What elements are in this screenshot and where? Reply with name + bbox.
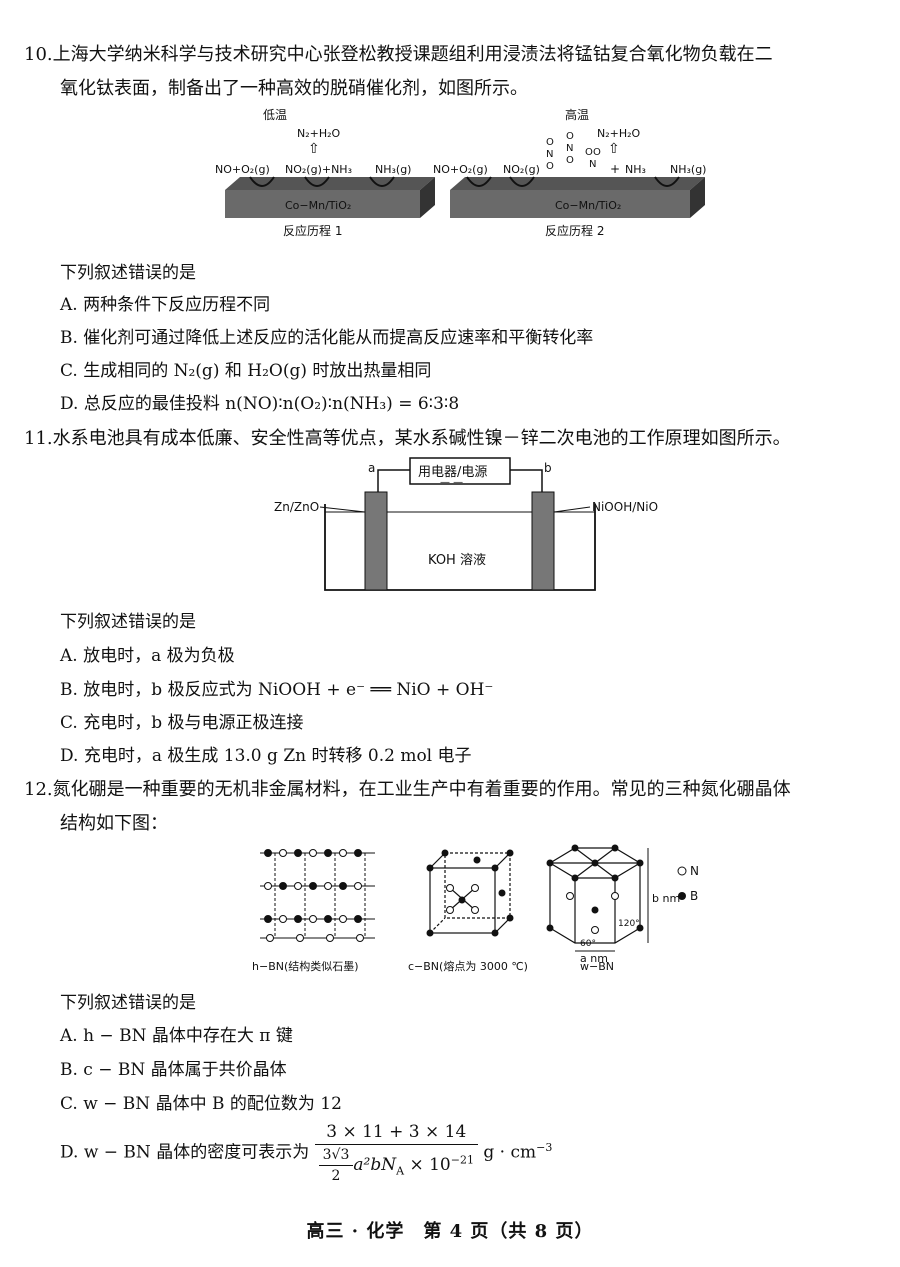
reactant-no2-nh3: NO₂(g)+NH₃ xyxy=(285,163,352,176)
svg-text:O: O xyxy=(585,147,593,158)
electrolyte-label: KOH 溶液 xyxy=(428,553,486,568)
q11-option-b: B. 放电时，b 极反应式为 NiOOH + e⁻ ══ NiO + OH⁻ xyxy=(60,680,494,700)
svg-text:O: O xyxy=(593,147,601,158)
reactant-no-o2-2: NO+O₂(g) xyxy=(433,163,488,176)
right-electrode-label: NiOOH/NiO xyxy=(592,500,658,514)
q11-stem: 下列叙述错误的是 xyxy=(60,612,196,632)
q10-option-d: D. 总反应的最佳投料 n(NO)∶n(O₂)∶n(NH₃) = 6∶3∶8 xyxy=(60,394,460,414)
svg-text:N: N xyxy=(546,149,553,160)
electrode-b-label: b xyxy=(544,461,552,475)
q10-option-a: A. 两种条件下反应历程不同 xyxy=(60,295,271,315)
q11-option-c: C. 充电时，b 极与电源正极连接 xyxy=(60,713,304,733)
angle-120: 120° xyxy=(618,919,640,929)
slab2-label: Co−Mn/TiO₂ xyxy=(555,199,621,212)
slab1-label: Co−Mn/TiO₂ xyxy=(285,199,351,212)
caption-h-bn: h−BN(结构类似石墨) xyxy=(252,959,359,973)
q10-line2: 氧化钛表面，制备出了一种高效的脱硝催化剂，如图所示。 xyxy=(60,78,528,99)
q10-option-b: B. 催化剂可通过降低上述反应的活化能从而提高反应速率和平衡转化率 xyxy=(60,328,594,348)
svg-text:— —: — — xyxy=(440,477,463,488)
q12-line1: 12.氮化硼是一种重要的无机非金属材料，在工业生产中有着重要的作用。常见的三种氮… xyxy=(24,779,791,800)
svg-text:⇧: ⇧ xyxy=(308,141,320,157)
products-1: N₂+H₂O xyxy=(297,127,341,140)
caption-2: 反应历程 2 xyxy=(545,223,604,238)
reactant-nh3g-2: NH₃(g) xyxy=(670,163,706,176)
electrode-a xyxy=(364,491,388,591)
svg-text:+: + xyxy=(610,162,620,176)
q11-line1: 11.水系电池具有成本低廉、安全性高等优点，某水系碱性镍－锌二次电池的工作原理如… xyxy=(24,428,791,449)
reactant-nh3: NH₃ xyxy=(625,163,646,176)
svg-text:N: N xyxy=(589,159,596,170)
device-box xyxy=(409,457,511,485)
slab2-front xyxy=(450,190,690,218)
q12-stem: 下列叙述错误的是 xyxy=(60,993,196,1013)
angle-60: 60° xyxy=(580,939,596,949)
q11-option-d: D. 充电时，a 极生成 13.0 g Zn 时转移 0.2 mol 电子 xyxy=(60,746,472,766)
b-nm-label: b nm xyxy=(652,892,680,905)
a-nm-label: a nm xyxy=(580,952,608,965)
reactant-no2g: NO₂(g) xyxy=(503,163,540,176)
reactant-no-o2-1: NO+O₂(g) xyxy=(215,163,270,176)
q12-option-c: C. w − BN 晶体中 B 的配位数为 12 xyxy=(60,1094,342,1114)
c-bn-atoms xyxy=(426,849,514,937)
svg-text:O: O xyxy=(546,137,554,148)
q12-crystal-figure: h−BN(结构类似石墨) c−BN(熔点为 3000 ℃) b nm a nm … xyxy=(252,844,699,973)
low-temp-label: 低温 xyxy=(263,108,287,122)
slab1-front xyxy=(225,190,420,218)
svg-text:N: N xyxy=(566,143,573,154)
products-2: N₂+H₂O xyxy=(597,127,641,140)
high-temp-label: 高温 xyxy=(565,107,589,122)
q12-line2: 结构如下图： xyxy=(60,813,168,834)
q11-option-a: A. 放电时，a 极为负极 xyxy=(60,646,235,666)
q12-option-a: A. h − BN 晶体中存在大 π 键 xyxy=(60,1026,293,1046)
q12-option-b: B. c − BN 晶体属于共价晶体 xyxy=(60,1060,287,1080)
electrode-b xyxy=(531,491,555,591)
container xyxy=(324,504,596,591)
electrode-a-label: a xyxy=(368,461,375,475)
legend-n: N xyxy=(690,864,699,878)
q10-number: 10. xyxy=(24,44,53,65)
q10-option-c: C. 生成相同的 N₂(g) 和 H₂O(g) 时放出热量相同 xyxy=(60,361,432,381)
svg-text:O: O xyxy=(566,155,574,166)
q10-catalyst-figure: Co−Mn/TiO₂ 低温 N₂+H₂O ⇧ NO+O₂(g) NO₂(g)+N… xyxy=(215,107,706,238)
left-electrode-label: Zn/ZnO xyxy=(274,500,319,514)
caption-c-bn: c−BN(熔点为 3000 ℃) xyxy=(408,959,528,973)
caption-1: 反应历程 1 xyxy=(283,223,342,238)
q11-battery-figure: 用电器/电源 — — a b Zn/ZnO NiOOH/NiO KOH 溶液 xyxy=(274,457,658,591)
legend-b: B xyxy=(690,889,698,903)
device-label: 用电器/电源 xyxy=(418,465,487,480)
slab2-top xyxy=(450,177,705,190)
svg-text:⇧: ⇧ xyxy=(608,141,620,157)
q10-line1: 10.上海大学纳米科学与技术研究中心张登松教授课题组利用浸渍法将锰钴复合氧化物负… xyxy=(24,44,773,65)
reactant-nh3g-1: NH₃(g) xyxy=(375,163,411,176)
svg-text:O: O xyxy=(566,131,574,142)
q11-number: 11. xyxy=(24,428,53,449)
svg-text:O: O xyxy=(546,161,554,172)
q10-stem: 下列叙述错误的是 xyxy=(60,263,196,283)
h-bn-structure xyxy=(260,849,375,942)
caption-w-bn: w−BN xyxy=(580,960,614,973)
q12-number: 12. xyxy=(24,779,53,800)
page-footer: 高三 · 化学 第 4 页（共 8 页） xyxy=(306,1221,594,1242)
c-bn-structure xyxy=(429,852,511,934)
